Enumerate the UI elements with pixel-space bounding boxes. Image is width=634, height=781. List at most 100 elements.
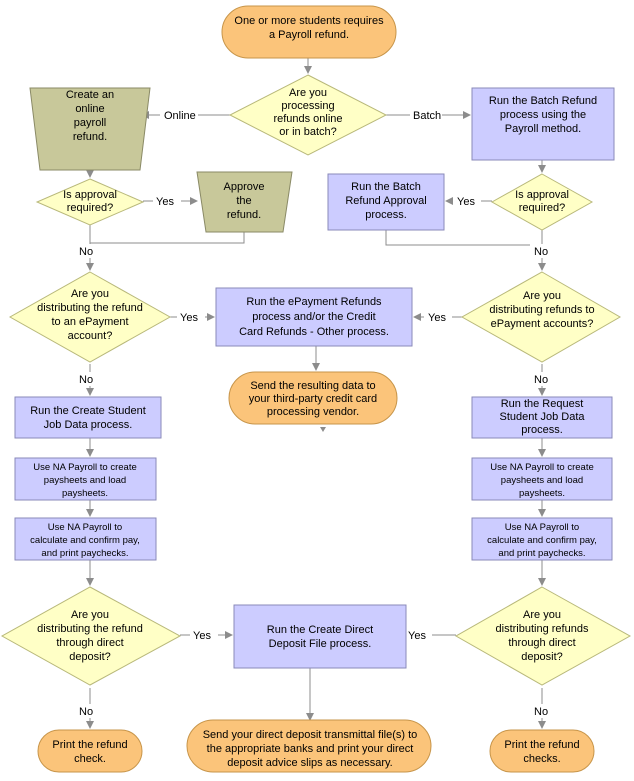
label-line: Deposit File process. bbox=[269, 638, 372, 650]
process-calc-right bbox=[471, 517, 613, 561]
label-line: the appropriate banks and print your dir… bbox=[207, 743, 414, 755]
process-batch-approval bbox=[327, 173, 445, 231]
label-line: Run the Create Direct bbox=[267, 624, 373, 636]
manual-approve bbox=[196, 171, 293, 233]
label-line: distributing the refund bbox=[37, 623, 143, 635]
label-line: deposit advice slips as necessary. bbox=[227, 757, 393, 769]
label-line: required? bbox=[67, 202, 113, 214]
process-paysheets-left bbox=[14, 457, 157, 501]
label-line: Send the resulting data to bbox=[250, 380, 375, 392]
process-create-sjd bbox=[14, 396, 162, 439]
label-no-direct-right: No bbox=[534, 706, 548, 718]
label-line: Payroll method. bbox=[505, 123, 581, 135]
label-line: Are you bbox=[289, 87, 327, 99]
decision-approval-right bbox=[490, 173, 594, 231]
shapes bbox=[0, 5, 632, 773]
label-yes-dist-left: Yes bbox=[180, 312, 198, 324]
label-line: refunds online bbox=[273, 113, 342, 125]
label-line: ePayment accounts? bbox=[491, 318, 594, 330]
label-line: paysheets. bbox=[519, 488, 565, 499]
label-line: Send your direct deposit transmittal fil… bbox=[203, 729, 418, 741]
label-yes-direct-right: Yes bbox=[408, 630, 426, 642]
label-line: Are you bbox=[71, 288, 109, 300]
label-line: Use NA Payroll to bbox=[48, 522, 122, 533]
label-line: process and/or the Credit bbox=[252, 311, 376, 323]
label-yes-direct-left: Yes bbox=[193, 630, 211, 642]
label-line: Card Refunds - Other process. bbox=[239, 326, 389, 338]
label-line: processing vendor. bbox=[267, 406, 359, 418]
label-line: or in batch? bbox=[279, 126, 336, 138]
label-yes-approval-right: Yes bbox=[457, 196, 475, 208]
label-no-approval-right: No bbox=[534, 246, 548, 258]
label-line: paysheets and load bbox=[501, 475, 583, 486]
text-epayment: Run the ePayment Refunds process and/or t… bbox=[239, 296, 389, 338]
process-epayment bbox=[215, 287, 413, 347]
text-calc-left: Use NA Payroll to calculate and confirm p… bbox=[30, 522, 140, 559]
decision-direct-left bbox=[0, 586, 182, 686]
label-line: calculate and confirm pay, bbox=[30, 535, 140, 546]
label-no-dist-right: No bbox=[534, 374, 548, 386]
label-line: process. bbox=[365, 209, 407, 221]
label-line: and print paychecks. bbox=[41, 548, 128, 559]
label-line: paysheets and load bbox=[44, 475, 126, 486]
label-line: account? bbox=[68, 330, 113, 342]
label-line: through direct bbox=[56, 637, 123, 649]
decision-approval-left bbox=[35, 178, 145, 226]
label-line: through direct bbox=[508, 637, 575, 649]
label-line: your third-party credit card bbox=[249, 393, 377, 405]
label-line: Print the refund bbox=[504, 739, 579, 751]
process-paysheets-right bbox=[471, 457, 613, 501]
label-line: One or more students requires bbox=[234, 15, 384, 27]
terminal-print-check-right bbox=[489, 729, 595, 773]
label-line: Are you bbox=[71, 609, 109, 621]
edge-approve-merge bbox=[90, 232, 245, 244]
terminal-start bbox=[221, 5, 397, 59]
label-line: Refund Approval bbox=[345, 195, 426, 207]
label-line: Run the Create Student bbox=[30, 405, 146, 417]
label-line: checks. bbox=[523, 753, 560, 765]
label-line: Run the Batch bbox=[351, 181, 421, 193]
label-line: Run the ePayment Refunds bbox=[246, 296, 382, 308]
label-line: the bbox=[236, 195, 251, 207]
label-no-approval-left: No bbox=[79, 246, 93, 258]
edge-labels: Online Batch Yes Yes No No Yes Yes No No… bbox=[76, 108, 554, 718]
label-line: Run the Batch Refund bbox=[489, 95, 597, 107]
label-online: Online bbox=[164, 110, 196, 122]
label-batch: Batch bbox=[413, 110, 441, 122]
label-line: Job Data process. bbox=[44, 419, 133, 431]
label-line: Student Job Data bbox=[499, 411, 585, 423]
label-line: Print the refund bbox=[52, 739, 127, 751]
label-line: calculate and confirm pay, bbox=[487, 535, 597, 546]
label-line: to an ePayment bbox=[51, 316, 128, 328]
label-line: Create an bbox=[66, 89, 114, 101]
label-line: Is approval bbox=[515, 189, 569, 201]
label-line: Are you bbox=[523, 290, 561, 302]
label-no-dist-left: No bbox=[79, 374, 93, 386]
label-line: payroll bbox=[74, 117, 106, 129]
label-line: required? bbox=[519, 202, 565, 214]
label-line: Approve bbox=[224, 181, 265, 193]
label-line: process using the bbox=[500, 109, 586, 121]
label-line: paysheets. bbox=[62, 488, 108, 499]
label-line: Are you bbox=[523, 609, 561, 621]
edge-batch-approval-merge bbox=[385, 230, 542, 246]
